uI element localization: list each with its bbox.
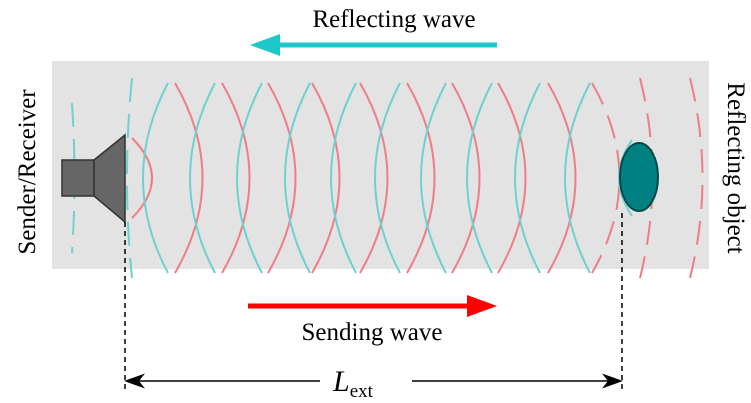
sending-wave-front <box>311 82 341 274</box>
reflecting-wave-front <box>142 82 169 274</box>
reflecting-wave-front <box>514 82 541 274</box>
distance-label: Lext <box>332 365 374 402</box>
sending-wave-front <box>267 82 297 274</box>
reflecting-wave-front <box>189 82 216 274</box>
sending-wave-front <box>547 82 577 274</box>
reflecting-wave-front <box>284 82 311 274</box>
reflecting-object-label: Reflecting object <box>722 82 749 254</box>
reflecting-wave-front <box>564 82 591 274</box>
ellipse-object-icon <box>619 142 659 212</box>
reflecting-wave-front <box>618 139 633 217</box>
distance-symbol: L <box>332 365 350 398</box>
reflecting-wave-front <box>466 82 493 274</box>
reflecting-wave-front <box>420 82 447 274</box>
speaker-icon <box>61 133 126 224</box>
reflecting-wave-front <box>236 82 263 274</box>
reflecting-wave-front <box>330 82 357 274</box>
sending-wave-front <box>451 82 481 274</box>
reflecting-wave-label: Reflecting wave <box>312 6 475 33</box>
sender-receiver-label: Sender/Receiver <box>14 89 41 255</box>
sending-wave-front <box>497 82 527 274</box>
sending-wave-front <box>221 82 251 274</box>
sending-wave-label: Sending wave <box>302 319 443 346</box>
sending-wave-front <box>359 82 389 274</box>
sending-wave-front <box>406 82 436 274</box>
reflecting-wave-front <box>374 82 401 274</box>
distance-subscript: ext <box>350 381 374 402</box>
sending-wave-front <box>174 82 204 274</box>
sending-wave-front <box>131 137 153 219</box>
reflecting-wave-arrow <box>250 34 497 56</box>
sending-wave-arrow <box>248 295 497 317</box>
